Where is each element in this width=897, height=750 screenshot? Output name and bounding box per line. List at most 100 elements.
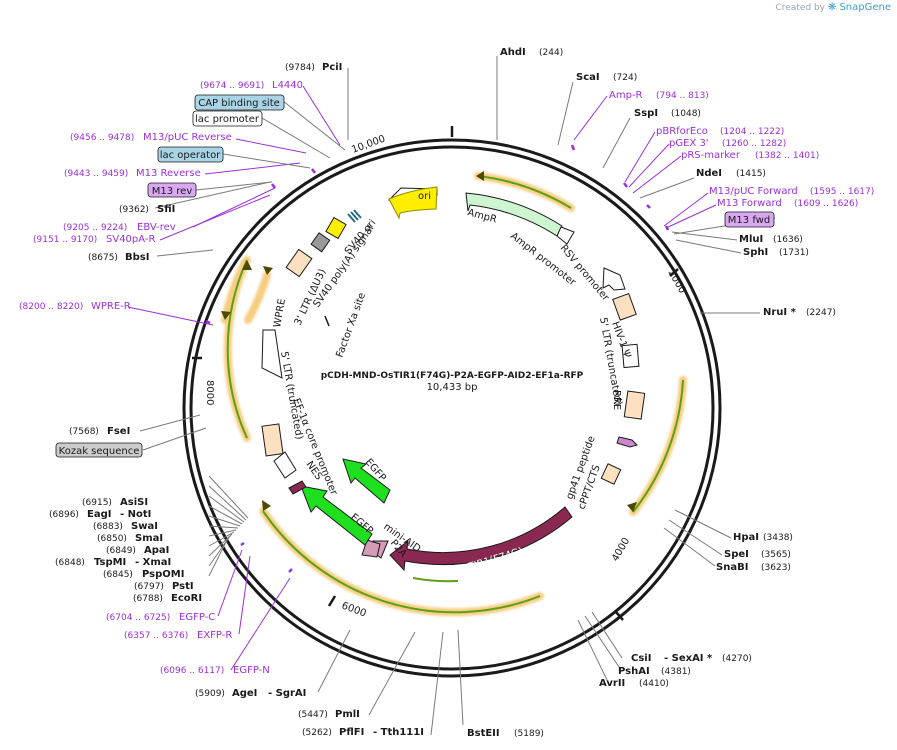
enzyme-eagi: EagI [87, 509, 111, 520]
enzyme-ecori: EcoRI [171, 593, 202, 604]
enzyme-bbsi: BbsI [125, 252, 149, 263]
primer-l4440-pos: (9674 .. 9691) [200, 81, 264, 91]
enzyme-noti: - NotI [120, 509, 151, 520]
watermark-brand: SnapGene [839, 2, 891, 13]
enzyme-leader-lines [139, 56, 760, 736]
primer-m13-forward: M13 Forward [717, 198, 782, 209]
position-tick-marks [192, 126, 679, 621]
enzyme-xmai: - XmaI [135, 557, 171, 568]
enzyme-sfii: SfiI [157, 204, 175, 215]
gp41-feature [616, 436, 638, 448]
primer-m13-reverse: M13 Reverse [136, 168, 201, 179]
enzyme-psti-pos: (6797) [134, 582, 164, 592]
primer-leader-lines [127, 85, 717, 671]
enzyme-labels: AhdI (244) ScaI (724) SspI (1048) NdeI (… [49, 47, 836, 739]
cap-binding-site-box: CAP binding site [194, 94, 285, 111]
enzyme-mlui-pos: (1636) [773, 235, 803, 245]
box-label-kozak: Kozak sequence [59, 446, 140, 457]
primer-m13-puc-forward: M13/pUC Forward [709, 186, 798, 197]
enzyme-psti: PstI [172, 581, 194, 592]
plasmid-name: pCDH-MND-OsTIR1(F74G)-P2A-EGFP-AID2-EF1a… [321, 371, 584, 381]
box-label-lac-operator: lac operator [160, 150, 221, 161]
primer-site-marks [205, 144, 670, 573]
enzyme-sphi: SphI [743, 247, 768, 258]
rre-feature [623, 390, 646, 420]
feature-label-rre: RRE [611, 390, 622, 410]
plasmid-size: 10,433 bp [427, 382, 478, 393]
enzyme-scai: ScaI [576, 72, 600, 83]
feature-label-wpre: WPRE [272, 298, 288, 329]
enzyme-pshai: PshAI [618, 666, 650, 677]
enzyme-smai: SmaI [135, 533, 163, 544]
enzyme-nrui: NruI * [763, 307, 797, 318]
enzyme-avrii-pos: (4410) [639, 679, 669, 689]
orf-arrowheads [221, 171, 637, 512]
box-label-m13-rev: M13 rev [152, 186, 193, 197]
mini-aid-feature [361, 539, 381, 558]
ampr-promoter-feature [556, 226, 575, 245]
enzyme-bsteii: BstEII [467, 728, 500, 739]
primer-sv40pa-r-pos: (9151 .. 9170) [33, 235, 97, 245]
enzyme-sexai: - SexAI * [664, 653, 713, 664]
enzyme-tth111i: - Tth111I [373, 727, 424, 738]
ltr5-right-feature [621, 343, 640, 369]
enzyme-pspomi-pos: (6845) [103, 570, 133, 580]
enzyme-pspomi: PspOMI [142, 569, 184, 580]
enzyme-tspmi-pos: (6848) [55, 558, 85, 568]
feature-label-ltr5-left: 5' LTR (truncated) [278, 351, 304, 441]
enzyme-csii: CsiI [631, 653, 651, 664]
egfp-feature-2 [342, 458, 391, 504]
ltr3-feature [285, 248, 313, 278]
enzyme-tspmi: TspMI [94, 557, 126, 568]
primer-egfp-c-pos: (6704 .. 6725) [106, 613, 170, 623]
snapgene-brand: ❋ SnapGene [827, 2, 891, 13]
enzyme-sspi: SspI [634, 108, 658, 119]
box-label-cap: CAP binding site [198, 98, 280, 109]
primer-pgex3-pos: (1260 .. 1282) [722, 139, 786, 149]
primer-pbrforeco-pos: (1204 .. 1222) [720, 127, 784, 137]
enzyme-hpai-pos: (3438) [763, 533, 793, 543]
enzyme-apai-pos: (6849) [106, 546, 136, 556]
snapgene-watermark: Created by ❋ SnapGene [775, 2, 891, 13]
enzyme-sspi-pos: (1048) [671, 109, 701, 119]
enzyme-fsei: FseI [107, 426, 130, 437]
box-label-m13-fwd: M13 fwd [728, 215, 770, 226]
primer-m13-forward-pos: (1609 .. 1626) [794, 199, 858, 209]
tick-label-8000: 8000 [204, 380, 215, 405]
primer-pbrforeco: pBRforEco [656, 126, 708, 137]
watermark-prefix: Created by [775, 3, 825, 13]
backbone-outer-circle [182, 138, 722, 678]
m13-fwd-box: M13 fwd [724, 211, 775, 228]
enzyme-ndei: NdeI [696, 168, 722, 179]
ef1a-promoter-feature [273, 451, 297, 479]
feature-label-factor-xa: Factor Xa site [334, 291, 368, 359]
primer-labels: Amp-R (794 .. 813) pBRforEco (1204 .. 12… [19, 80, 874, 676]
enzyme-mlui: MluI [739, 234, 763, 245]
enzyme-swai: SwaI [131, 521, 158, 532]
primer-sv40pa-r: SV40pA-R [106, 234, 155, 245]
hiv-psi-feature [612, 292, 637, 321]
orf-arcs [226, 175, 684, 614]
enzyme-sgrai: - SgrAI [268, 688, 306, 699]
primer-ebv-rev-pos: (9205 .. 9224) [63, 223, 127, 233]
nes-feature [288, 480, 307, 495]
primer-wpre-r-pos: (8200 .. 8220) [19, 302, 83, 312]
feature-label-ori: ori [418, 191, 431, 202]
primer-exfp-r: EXFP-R [197, 630, 232, 641]
enzyme-pshai-pos: (4381) [661, 667, 691, 677]
enzyme-swai-pos: (6883) [93, 522, 123, 532]
sv40-small-features [347, 209, 362, 223]
enzyme-spei-pos: (3565) [761, 550, 791, 560]
enzyme-pmli: PmlI [335, 709, 360, 720]
primer-ebv-rev: EBV-rev [137, 222, 176, 233]
primer-prs-marker: pRS-marker [681, 150, 741, 161]
primer-m13-puc-forward-pos: (1595 .. 1617) [810, 187, 874, 197]
enzyme-fsei-pos: (7568) [69, 427, 99, 437]
primer-m13-puc-reverse: M13/pUC Reverse [143, 132, 232, 143]
primer-prs-marker-pos: (1382 .. 1401) [755, 151, 819, 161]
primer-m13-reverse-pos: (9443 .. 9459) [64, 169, 128, 179]
enzyme-pmli-pos: (5447) [298, 710, 328, 720]
ori-feature [388, 186, 438, 220]
enzyme-hpai: HpaI [733, 532, 759, 543]
